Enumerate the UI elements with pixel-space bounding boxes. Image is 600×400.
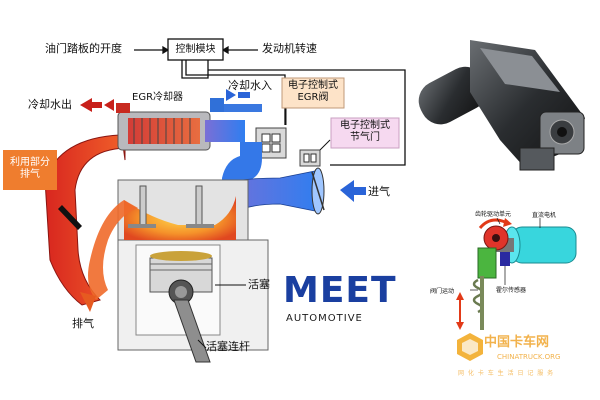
connecting-rod <box>173 299 211 363</box>
egr-valve-callout-box <box>281 77 345 109</box>
exhaust-label: 排气 <box>72 317 94 330</box>
throttle-opening-label: 油门踏板的开度 <box>45 42 122 55</box>
used-exhaust-line1: 利用部分 <box>10 157 50 168</box>
watermark-logo <box>457 333 483 361</box>
egr-valve-label-line1: 电子控制式 <box>288 80 338 91</box>
hall-sensor-label: 霍尔传感器 <box>496 287 527 294</box>
coolant-out-arrows <box>80 98 114 112</box>
egr-actuator-photo <box>418 40 585 171</box>
throttle-valve <box>299 149 325 215</box>
control-module-box <box>167 38 224 61</box>
used-exhaust-label: 利用部分 排气 <box>3 157 57 181</box>
coolant-in-arrow <box>226 89 250 101</box>
throttle-valve-label-line2: 节气门 <box>350 132 380 143</box>
coolant-out-label: 冷却水出 <box>28 98 72 111</box>
egr-valve-label-line2: EGR阀 <box>297 92 329 103</box>
engine-speed-label: 发动机转速 <box>262 42 317 55</box>
egr-cooler-label: EGR冷却器 <box>132 92 184 103</box>
valve-motion-label: 阀门运动 <box>430 288 455 295</box>
throttle-valve-callout: 电子控制式 节气门 <box>331 120 399 144</box>
egr-valve-callout: 电子控制式 EGR阀 <box>282 80 344 104</box>
piston-label: 活塞 <box>248 278 270 291</box>
throttle-valve-callout-box <box>330 117 400 149</box>
control-module-label[interactable]: 控制模块 <box>175 44 216 55</box>
used-exhaust-box <box>3 150 57 190</box>
brand-logo: MEET <box>283 270 397 311</box>
coolant-in-label: 冷却水入 <box>228 79 272 92</box>
used-exhaust-pointer <box>58 205 82 230</box>
throttle-valve-label-line1: 电子控制式 <box>340 120 390 131</box>
intake-label: 进气 <box>368 185 390 198</box>
gear-drive-unit-label: 齿轮驱动单元 <box>475 211 512 218</box>
dc-motor-label: 直流电机 <box>532 212 557 219</box>
coolant-out-stub <box>116 103 130 113</box>
egr-cooler <box>117 111 245 151</box>
watermark-en: CHINATRUCK.ORG <box>497 353 561 361</box>
used-exhaust-line2: 排气 <box>20 169 40 180</box>
brand-sub: AUTOMOTIVE <box>286 313 363 324</box>
watermark-slogan: 网 化 卡 车 生 活 日 记 服 务 <box>458 370 555 377</box>
piston <box>149 251 213 305</box>
intake-arrow <box>340 180 366 202</box>
actuator-schematic <box>456 217 577 330</box>
connecting-rod-label: 活塞连杆 <box>206 340 250 353</box>
exhaust-arrow <box>80 292 96 312</box>
coolant-in-stub <box>210 98 224 112</box>
watermark-cn: 中国卡车网 <box>484 335 550 350</box>
